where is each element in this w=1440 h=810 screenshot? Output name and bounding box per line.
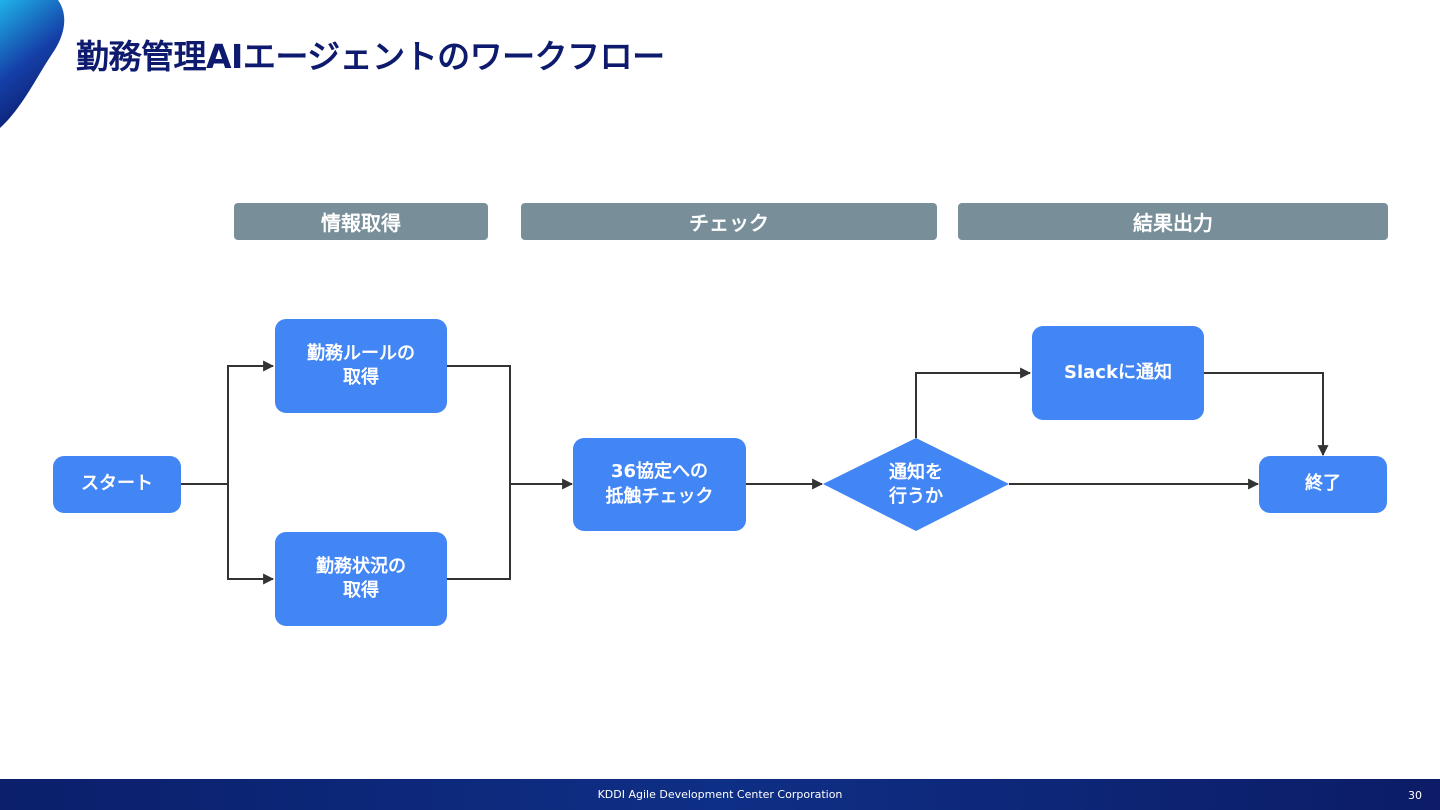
article36-check-node: 36協定への 抵触チェック	[573, 438, 746, 531]
connector-start-to-rule	[227, 360, 275, 484]
brand-corner-graphic	[0, 0, 65, 128]
notify-decision-label: 通知を 行うか	[889, 461, 943, 507]
phase-header-check: チェック	[521, 203, 937, 240]
end-node: 終了	[1259, 456, 1387, 513]
decision-diamond	[823, 438, 1009, 531]
get-work-status-node: 勤務状況の 取得	[275, 532, 447, 626]
connector-rule-to-merge	[447, 365, 511, 484]
phase-header-output: 結果出力	[958, 203, 1388, 240]
phase-header-info: 情報取得	[234, 203, 488, 240]
connector-slack-to-end	[1204, 372, 1329, 457]
get-work-rules-node: 勤務ルールの 取得	[275, 319, 447, 413]
slide-title: 勤務管理AIエージェントのワークフロー	[76, 37, 665, 76]
connector-status-to-merge	[447, 484, 511, 580]
page-number: 30	[1408, 789, 1422, 802]
footer-company-name: KDDI Agile Development Center Corporatio…	[597, 788, 843, 801]
start-node: スタート	[53, 456, 181, 513]
footer-bar: KDDI Agile Development Center Corporatio…	[0, 779, 1440, 810]
connector-decision-to-slack	[915, 367, 1032, 438]
connector-start-to-status	[227, 484, 275, 585]
slack-notify-node: Slackに通知	[1032, 326, 1204, 420]
